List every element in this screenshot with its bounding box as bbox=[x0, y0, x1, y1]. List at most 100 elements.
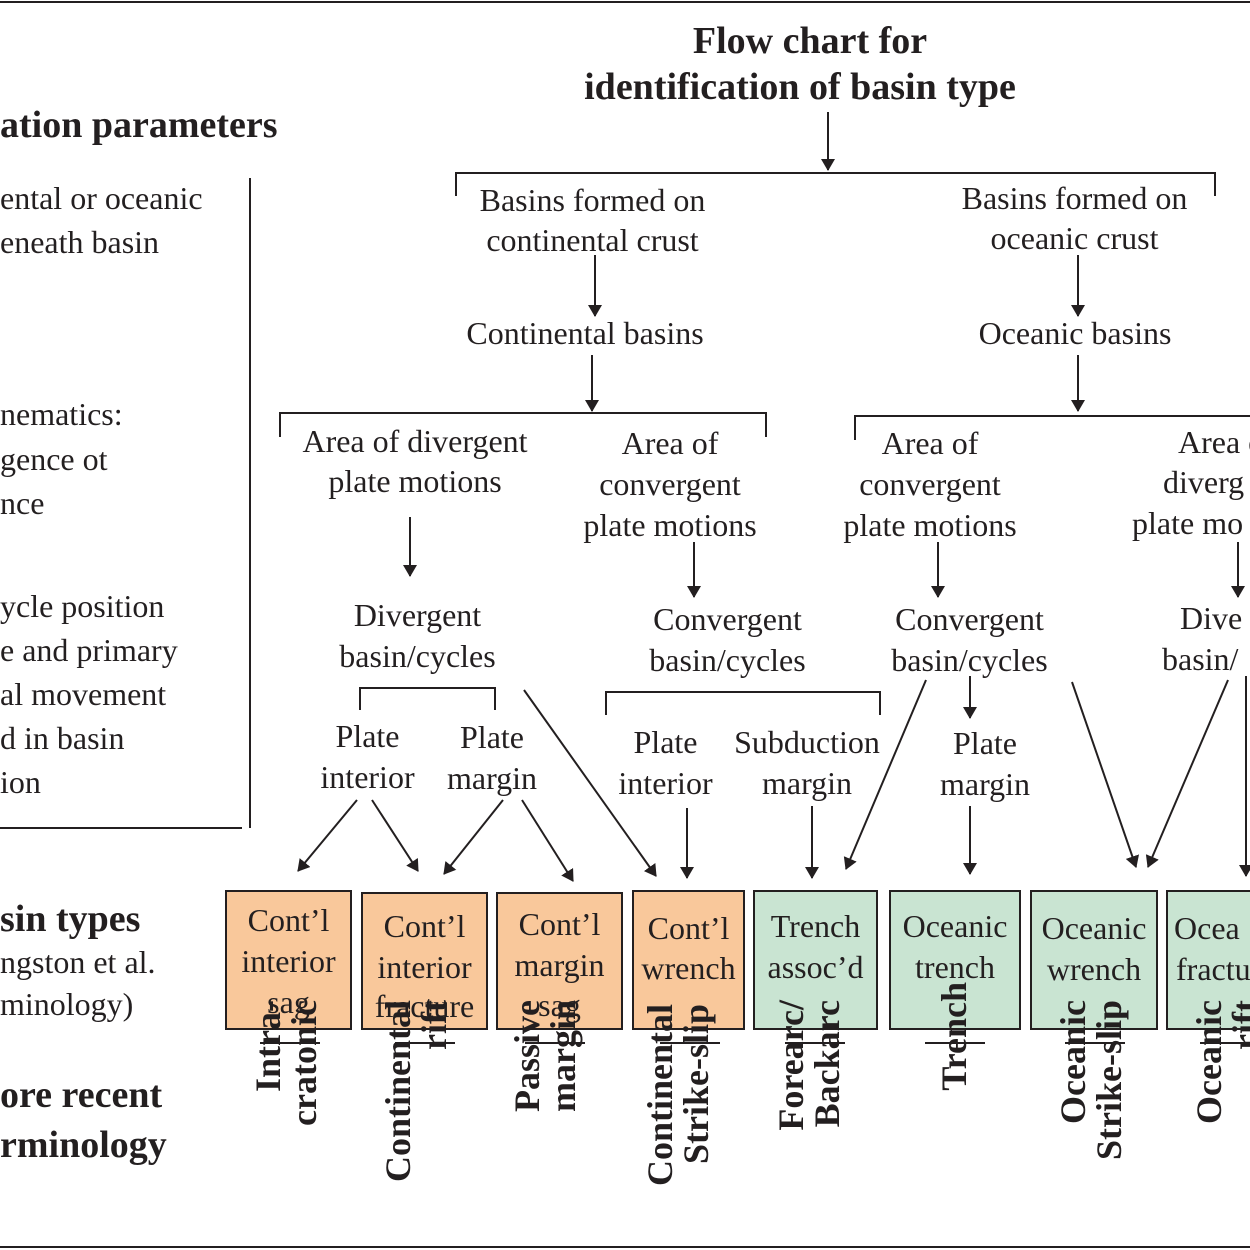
basin-box-text: sag bbox=[538, 987, 581, 1023]
node-cont-convergent-cycles-line-2: basin/cycles bbox=[649, 642, 806, 678]
node-plate-interior-1-line-2: interior bbox=[320, 759, 415, 795]
basin-box-text: Cont’l bbox=[647, 910, 730, 946]
recent-term-passive-margin: Passive margin bbox=[507, 1000, 585, 1220]
basin-box-trench-assocd: Trench assoc’d bbox=[753, 890, 878, 1030]
param-kinematics-line-2: gence ot bbox=[0, 441, 108, 477]
basin-box-text: sag bbox=[267, 984, 310, 1020]
basin-types-sub-line-2: minology) bbox=[0, 986, 134, 1022]
node-oce-convergent-area-line-3: plate motions bbox=[843, 507, 1017, 543]
node-oce-divergent-area-line-1: Area o bbox=[1178, 424, 1250, 460]
basin-box-text: Ocea bbox=[1174, 910, 1240, 946]
param-kinematics-line-3: nce bbox=[0, 485, 45, 521]
basin-box-text: fractu bbox=[1176, 951, 1250, 987]
basin-box-text: interior bbox=[377, 949, 472, 985]
basin-box-text: Trench bbox=[770, 908, 861, 944]
node-cont-divergent-cycles-line-2: basin/cycles bbox=[339, 638, 496, 674]
param-crust-line-1: ental or oceanic bbox=[0, 180, 203, 216]
parameters-heading: ation parameters bbox=[0, 104, 278, 146]
node-plate-interior-2-line-2: interior bbox=[618, 765, 713, 801]
recent-term-forearc-backarc: Forearc/ Backarc bbox=[771, 1000, 849, 1220]
basin-box-text: Cont’l bbox=[247, 902, 330, 938]
recent-term-line: Oceanic bbox=[1189, 1000, 1229, 1124]
node-cont-convergent-area-line-1: Area of bbox=[621, 425, 719, 461]
param-kinematics-line-1: nematics: bbox=[0, 396, 123, 432]
recent-term-continental-rift: Continental rift bbox=[378, 1000, 456, 1250]
node-cont-divergent-area-line-2: plate motions bbox=[328, 463, 502, 499]
node-subduction-margin-line-1: Subduction bbox=[734, 724, 880, 760]
recent-term-oceanic-rift: Oceanic rift bbox=[1189, 1000, 1250, 1220]
basin-box-text: trench bbox=[915, 949, 995, 985]
recent-term-line: Continental bbox=[378, 1000, 418, 1183]
node-plate-interior-2-line-1: Plate bbox=[633, 724, 698, 760]
basin-box-oceanic-wrench: Oceanic wrench bbox=[1030, 890, 1158, 1030]
node-oce-convergent-cycles-line-1: Convergent bbox=[895, 601, 1044, 637]
recent-term-line: Passive bbox=[507, 1000, 547, 1112]
chart-title-line-1: Flow chart for bbox=[692, 20, 928, 62]
basin-box-text: assoc’d bbox=[767, 949, 864, 985]
recent-term-oceanic-strike-slip: Oceanic Strike-slip bbox=[1053, 1000, 1131, 1220]
recent-term-continental-strike-slip: Continental Strike-slip bbox=[640, 1004, 718, 1250]
node-continental-basins: Continental basins bbox=[466, 315, 704, 351]
chart-title-line-2: identification of basin type bbox=[584, 66, 1016, 108]
node-oceanic-basins: Oceanic basins bbox=[978, 315, 1172, 351]
recent-heading-line-1: ore recent bbox=[0, 1074, 163, 1116]
param-cycle-line-4: d in basin bbox=[0, 720, 125, 756]
param-cycle-line-2: e and primary bbox=[0, 632, 178, 668]
basin-box-text: fracture bbox=[374, 988, 475, 1024]
node-oce-convergent-area-line-2: convergent bbox=[859, 466, 1001, 502]
node-plate-margin-2-line-1: Plate bbox=[953, 725, 1017, 761]
recent-term-line: Trench bbox=[934, 982, 974, 1091]
node-plate-margin-2-line-2: margin bbox=[939, 766, 1031, 802]
node-oce-divergent-cycles-line-1: Dive bbox=[1180, 600, 1243, 636]
param-cycle-line-3: al movement bbox=[0, 676, 167, 712]
node-oceanic-crust-line-1: Basins formed on bbox=[961, 180, 1188, 216]
node-oce-divergent-area-line-2: diverg bbox=[1163, 464, 1245, 500]
basin-types-sub-line-1: ngston et al. bbox=[0, 944, 156, 980]
recent-term-line: Strike-slip bbox=[676, 1004, 716, 1165]
basin-types-heading: sin types bbox=[0, 898, 141, 940]
param-crust-line-2: eneath basin bbox=[0, 224, 160, 260]
node-oce-divergent-cycles-line-2: basin/ bbox=[1162, 641, 1239, 677]
node-cont-convergent-area-line-3: plate motions bbox=[583, 507, 757, 543]
recent-term-line: Oceanic bbox=[1053, 1000, 1093, 1124]
basin-box-contl-interior-sag: Cont’l interior sag bbox=[225, 890, 352, 1030]
basin-box-text: wrench bbox=[1046, 951, 1142, 987]
node-continental-crust-line-1: Basins formed on bbox=[479, 182, 706, 218]
recent-term-line: rift bbox=[1225, 1000, 1250, 1050]
recent-term-line: margin bbox=[543, 1000, 583, 1112]
recent-term-line: Continental bbox=[640, 1004, 680, 1187]
recent-term-line: Backarc bbox=[807, 1000, 847, 1128]
basin-box-text: Cont’l bbox=[383, 908, 466, 944]
basin-box-contl-margin-sag: Cont’l margin sag bbox=[496, 892, 623, 1030]
recent-term-line: Intra- bbox=[248, 1000, 288, 1092]
recent-heading-line-2: rminology bbox=[0, 1124, 167, 1166]
recent-term-line: cratonic bbox=[284, 1000, 324, 1126]
recent-term-line: Forearc/ bbox=[771, 1000, 811, 1131]
node-oceanic-crust-line-2: oceanic crust bbox=[990, 220, 1159, 256]
recent-term-line: rift bbox=[414, 1000, 454, 1050]
node-cont-divergent-area-line-1: Area of divergent bbox=[302, 423, 528, 459]
recent-term-intracratonic: Intra- cratonic bbox=[248, 1000, 326, 1220]
node-cont-convergent-cycles-line-1: Convergent bbox=[653, 601, 802, 637]
node-continental-crust-line-2: continental crust bbox=[486, 222, 699, 258]
node-cont-divergent-cycles-line-1: Divergent bbox=[353, 597, 482, 633]
basin-box-text: Oceanic bbox=[1041, 910, 1147, 946]
basin-box-text: wrench bbox=[641, 950, 736, 986]
node-oce-convergent-area-line-1: Area of bbox=[881, 425, 979, 461]
node-plate-interior-1-line-1: Plate bbox=[335, 718, 400, 754]
node-subduction-margin-line-2: margin bbox=[761, 765, 853, 801]
basin-box-oceanic-fracture: Ocea fractu bbox=[1166, 890, 1250, 1030]
basin-box-contl-wrench: Cont’l wrench bbox=[632, 890, 745, 1030]
basin-box-text: Cont’l bbox=[518, 906, 601, 942]
param-cycle-line-1: ycle position bbox=[0, 588, 165, 624]
recent-term-line: Strike-slip bbox=[1089, 1000, 1129, 1161]
node-oce-divergent-area-line-3: plate mo bbox=[1132, 505, 1244, 541]
basin-box-text: interior bbox=[241, 943, 336, 979]
recent-term-trench: Trench bbox=[934, 982, 976, 1202]
basin-box-oceanic-trench: Oceanic trench bbox=[889, 890, 1021, 1030]
node-oce-convergent-cycles-line-2: basin/cycles bbox=[891, 642, 1048, 678]
param-cycle-line-5: ion bbox=[0, 764, 41, 800]
node-plate-margin-1-line-1: Plate bbox=[460, 719, 524, 755]
